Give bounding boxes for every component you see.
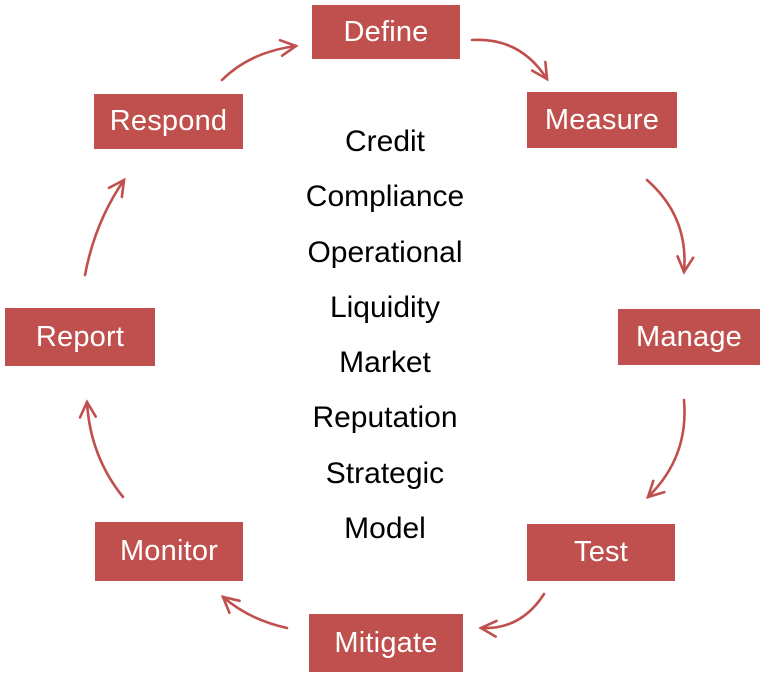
arrowhead-icon xyxy=(676,255,695,275)
risk-type-compliance: Compliance xyxy=(305,180,465,214)
arrow-measure-to-manage xyxy=(645,178,695,275)
arrow-define-to-measure xyxy=(470,38,549,82)
arrow-mitigate-to-monitor xyxy=(220,595,289,630)
risk-type-model: Model xyxy=(344,512,426,546)
step-label-manage: Manage xyxy=(636,320,742,353)
arrowhead-icon xyxy=(78,399,97,419)
step-box-measure: Measure xyxy=(527,92,677,148)
step-label-test: Test xyxy=(574,536,628,568)
arrowhead-icon xyxy=(530,60,549,82)
arrow-manage-to-test xyxy=(645,398,686,499)
step-label-measure: Measure xyxy=(544,103,660,136)
arrowhead-icon xyxy=(478,619,498,638)
step-box-monitor: Monitor xyxy=(95,522,243,581)
step-box-define: Define xyxy=(312,5,460,59)
risk-type-credit: Credit xyxy=(344,125,426,158)
risk-type-market: Market xyxy=(339,346,431,380)
step-label-monitor: Monitor xyxy=(119,535,219,567)
step-label-mitigate: Mitigate xyxy=(334,626,438,659)
step-box-manage: Manage xyxy=(618,309,760,365)
arrow-respond-to-define xyxy=(220,38,299,82)
risk-type-reputation: Reputation xyxy=(312,401,458,435)
arrow-monitor-to-report xyxy=(78,399,125,499)
arrowhead-icon xyxy=(107,177,126,199)
arrowhead-icon xyxy=(645,479,666,499)
arrowhead-icon xyxy=(220,595,241,615)
step-label-report: Report xyxy=(35,320,125,353)
arrow-test-to-mitigate xyxy=(478,592,546,638)
risk-types-list: Credit Compliance Operational Liquidity … xyxy=(260,114,510,556)
step-label-respond: Respond xyxy=(109,105,228,137)
step-box-respond: Respond xyxy=(94,94,243,149)
arrow-report-to-respond xyxy=(83,177,126,277)
risk-type-operational: Operational xyxy=(307,235,463,269)
step-box-report: Report xyxy=(5,308,155,366)
step-box-test: Test xyxy=(527,524,675,581)
risk-type-strategic: Strategic xyxy=(325,456,445,490)
arrowhead-icon xyxy=(278,38,299,57)
step-box-mitigate: Mitigate xyxy=(309,614,463,672)
risk-type-liquidity: Liquidity xyxy=(329,290,441,324)
step-label-define: Define xyxy=(343,15,429,48)
